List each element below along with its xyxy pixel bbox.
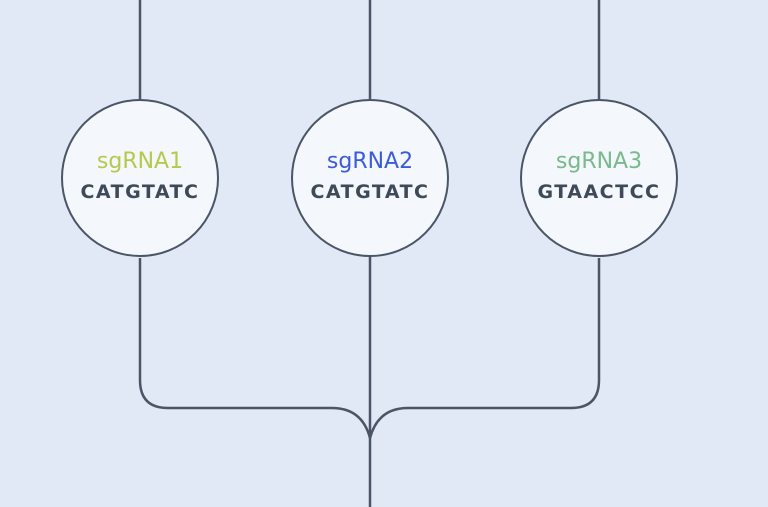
sgrna3-name: sgRNA3 bbox=[555, 149, 643, 174]
sgrna2-name: sgRNA2 bbox=[326, 149, 414, 174]
sgrna2-node: sgRNA2 CATGTATC bbox=[291, 99, 449, 257]
sgrna2-sequence: CATGTATC bbox=[310, 181, 430, 203]
sgrna1-sequence: CATGTATC bbox=[80, 181, 200, 203]
sgrna1-name: sgRNA1 bbox=[96, 149, 184, 174]
sgrna1-node: sgRNA1 CATGTATC bbox=[61, 99, 219, 257]
sgrna3-node: sgRNA3 GTAACTCC bbox=[520, 99, 678, 257]
sgrna3-sequence: GTAACTCC bbox=[537, 181, 661, 203]
